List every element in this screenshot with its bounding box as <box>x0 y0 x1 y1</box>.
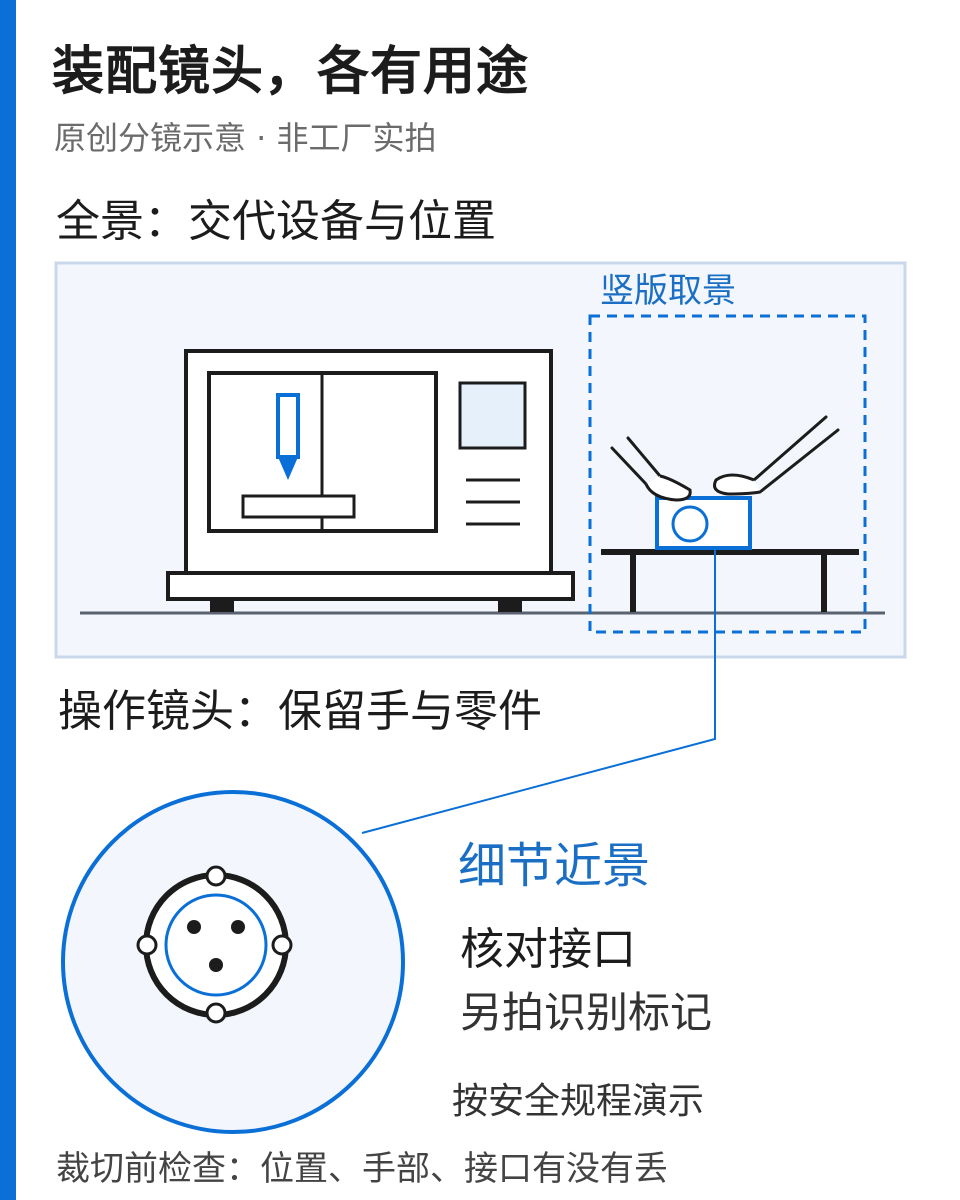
workbench-illustration <box>601 549 859 612</box>
connector-tab-top <box>205 865 227 887</box>
page-title: 装配镜头，各有用途 <box>52 42 530 102</box>
control-screen <box>458 381 527 450</box>
left-accent-bar <box>0 0 16 1200</box>
extra-marking-label: 另拍识别标记 <box>460 988 713 1037</box>
workbench-top <box>601 549 859 555</box>
callout-leader-line <box>361 548 716 834</box>
workbench-leg-left <box>630 555 636 612</box>
check-connector-label: 核对接口 <box>460 924 636 975</box>
safety-note: 按安全规程演示 <box>452 1081 705 1122</box>
connector-inner-ring <box>164 893 268 997</box>
work-plate <box>241 494 356 519</box>
section-heading-panorama: 全景：交代设备与位置 <box>56 196 496 247</box>
connector-detail <box>136 865 293 1024</box>
tool-tip <box>278 457 298 480</box>
connector-tab-bottom <box>205 1002 227 1024</box>
machine-foot-left <box>210 599 234 612</box>
workbench-leg-right <box>821 555 827 612</box>
part-connector-circle <box>671 505 709 543</box>
connector-pin-3 <box>209 958 223 972</box>
footer-note: 裁切前检查：位置、手部、接口有没有丢 <box>56 1149 668 1189</box>
section-heading-operation: 操作镜头：保留手与零件 <box>58 686 542 737</box>
machine-foot-right <box>498 599 522 612</box>
connector-pin-2 <box>231 920 245 934</box>
machine-base <box>166 571 575 601</box>
detail-closeup-label: 细节近景 <box>458 838 651 894</box>
tool-head <box>276 393 300 459</box>
vertical-framing-label: 竖版取景 <box>600 271 736 311</box>
vertical-framing-box <box>588 314 867 634</box>
machine-illustration <box>166 349 575 612</box>
right-hand <box>713 415 840 496</box>
left-hand <box>610 436 692 502</box>
connector-pin-1 <box>187 920 201 934</box>
connector-tab-right <box>271 934 293 956</box>
page-subtitle: 原创分镜示意 · 非工厂实拍 <box>54 119 437 157</box>
connector-tab-left <box>136 934 158 956</box>
